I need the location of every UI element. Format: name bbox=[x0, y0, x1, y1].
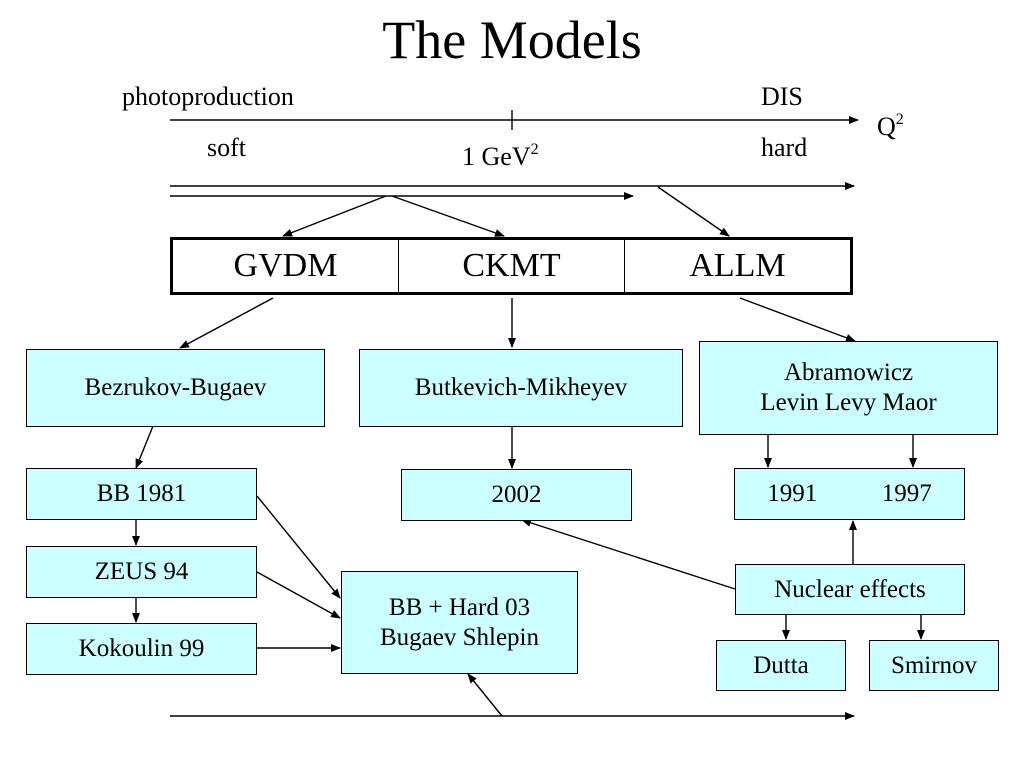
arrow-allm-abramowicz bbox=[739, 297, 856, 342]
year-row: 1991 1997 bbox=[735, 479, 964, 509]
box-zeus-94: ZEUS 94 bbox=[26, 546, 257, 598]
box-kokoulin-99-text: Kokoulin 99 bbox=[78, 635, 205, 662]
page-title: The Models bbox=[382, 10, 642, 70]
year-1997: 1997 bbox=[881, 480, 932, 507]
box-nuclear-effects-text: Nuclear effects bbox=[774, 575, 926, 603]
box-abramowicz: Abramowicz Levin Levy Maor bbox=[699, 341, 998, 435]
arrow-to-ckmt bbox=[391, 195, 505, 237]
q2-axis-label-text: Q bbox=[877, 112, 896, 141]
box-abramowicz-line2: Levin Levy Maor bbox=[760, 389, 937, 416]
arrow-bottom-bbhard bbox=[467, 673, 503, 717]
box-bb-hard-03: BB + Hard 03 Bugaev Shlepin bbox=[341, 571, 578, 674]
tick-label-exponent: 2 bbox=[530, 141, 539, 158]
arrow-to-gvdm bbox=[282, 195, 387, 237]
photoproduction-label: photoproduction bbox=[122, 82, 294, 111]
box-kokoulin-99: Kokoulin 99 bbox=[26, 623, 257, 675]
box-dutta: Dutta bbox=[716, 640, 846, 691]
box-bb-1981-text: BB 1981 bbox=[96, 480, 187, 507]
model-gvdm: GVDM bbox=[173, 240, 399, 292]
box-butkevich-mikheyev: Butkevich-Mikheyev bbox=[359, 349, 683, 427]
box-abramowicz-line1: Abramowicz bbox=[783, 359, 914, 386]
box-1991-1997: 1991 1997 bbox=[734, 468, 965, 520]
tick-label-text: 1 GeV bbox=[462, 142, 531, 171]
box-bb-hard-03-line2: Bugaev Shlepin bbox=[379, 623, 539, 651]
arrow-bb1981-bbhard bbox=[256, 495, 341, 599]
box-dutta-text: Dutta bbox=[753, 651, 809, 679]
year-1991: 1991 bbox=[767, 480, 818, 507]
box-smirnov-text: Smirnov bbox=[890, 651, 978, 679]
tick-label: 1 GeV2 bbox=[462, 142, 539, 172]
arrow-zeus94-bbhard bbox=[256, 571, 341, 619]
soft-label: soft bbox=[207, 133, 246, 162]
box-2002: 2002 bbox=[401, 469, 632, 521]
box-bb-hard-03-line1: BB + Hard 03 bbox=[388, 593, 531, 621]
box-nuclear-effects: Nuclear effects bbox=[735, 564, 965, 615]
box-bb-1981: BB 1981 bbox=[26, 468, 257, 520]
arrow-nuclear-2002 bbox=[521, 518, 736, 590]
box-butkevich-mikheyev-text: Butkevich-Mikheyev bbox=[414, 374, 628, 401]
arrow-to-allm bbox=[657, 186, 730, 237]
model-ckmt: CKMT bbox=[399, 240, 625, 292]
models-table: GVDM CKMT ALLM bbox=[170, 237, 853, 295]
box-bezrukov-bugaev: Bezrukov-Bugaev bbox=[26, 349, 325, 427]
box-smirnov: Smirnov bbox=[869, 640, 999, 691]
model-allm: ALLM bbox=[689, 247, 786, 284]
hard-label: hard bbox=[761, 133, 808, 162]
q2-axis-label-exponent: 2 bbox=[895, 111, 904, 128]
dis-label: DIS bbox=[761, 82, 803, 111]
q2-axis-label: Q2 bbox=[877, 112, 904, 142]
box-bezrukov-bugaev-text: Bezrukov-Bugaev bbox=[84, 374, 267, 401]
box-zeus-94-text: ZEUS 94 bbox=[94, 558, 189, 585]
arrow-bezrukov-bb1981 bbox=[135, 425, 154, 469]
box-2002-text: 2002 bbox=[491, 481, 542, 508]
arrow-gvdm-bezrukov bbox=[179, 297, 274, 349]
